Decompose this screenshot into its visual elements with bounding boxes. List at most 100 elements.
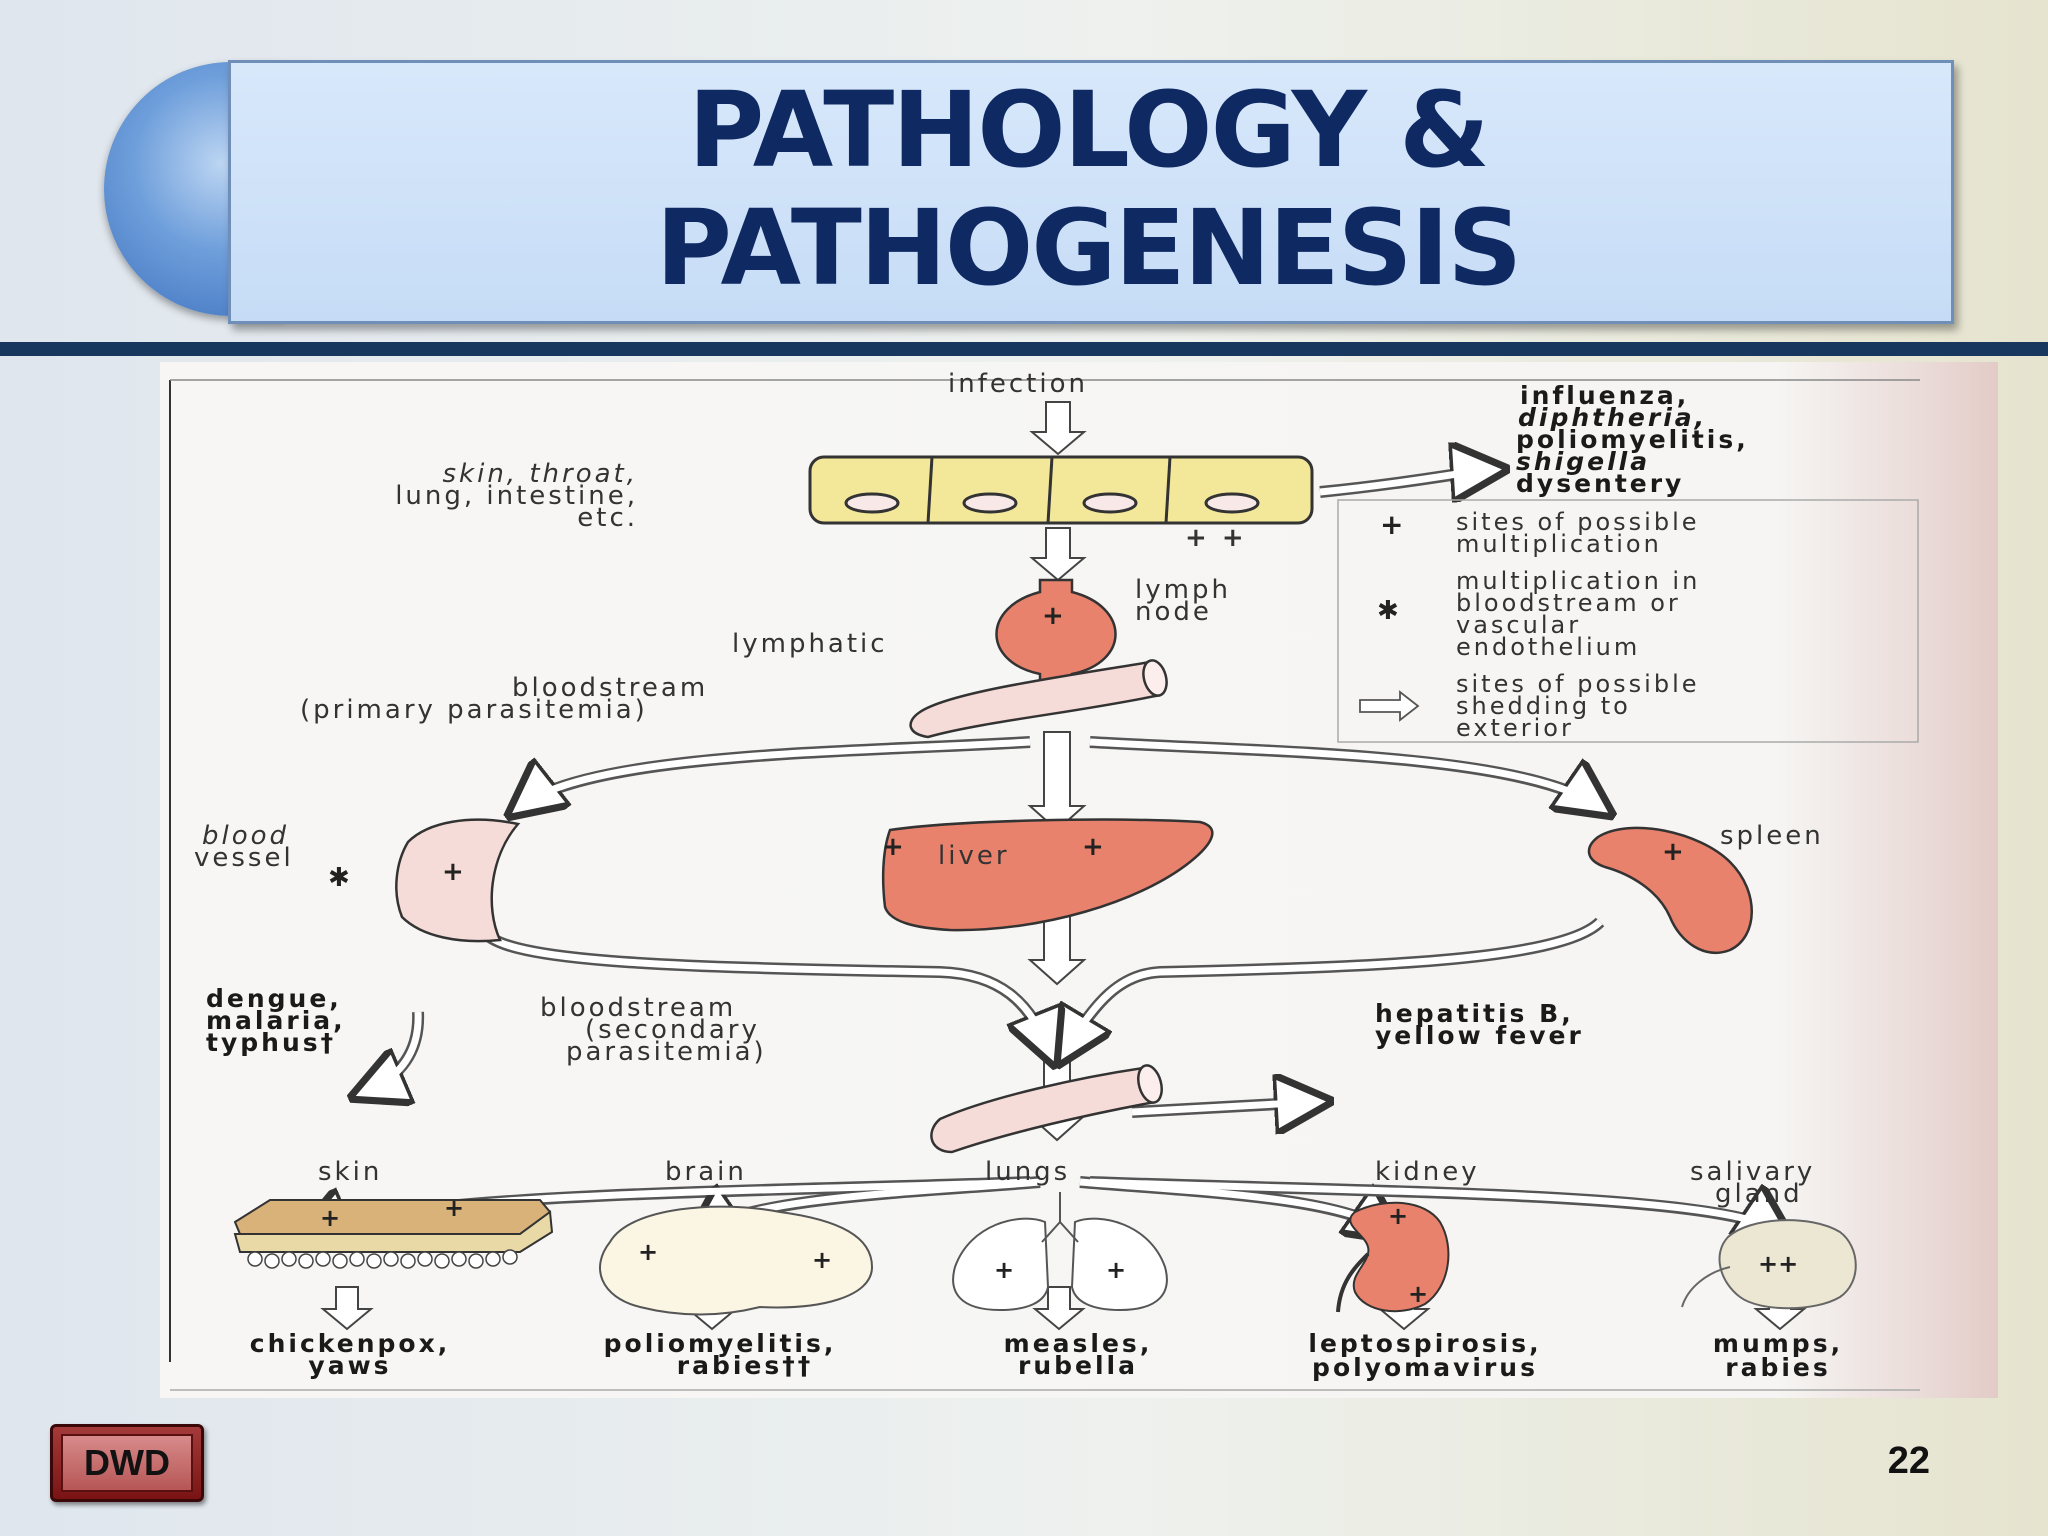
legend-2-line-4: endothelium (1456, 633, 1640, 661)
kidney-shape (1336, 1201, 1450, 1313)
disease-local-line-5: dysentery (1516, 469, 1684, 498)
legend-2-line-3: vascular (1456, 611, 1581, 639)
label-entry-line-2: lung, intestine, (395, 481, 638, 511)
outcome-skin-line-1: chickenpox, (250, 1329, 450, 1358)
cell-wall-1 (926, 456, 934, 524)
lungs-plus-1: + (994, 1256, 1014, 1284)
disease-vascular-line-1: dengue, (206, 984, 342, 1013)
title-divider-rule (0, 342, 2048, 356)
lungs-plus-2: + (1106, 1256, 1126, 1284)
outcome-skin-line-2: yaws (308, 1351, 391, 1380)
disease-hepatic-line-1: hepatitis B, (1375, 999, 1574, 1028)
label-organ-kidney: kidney (1375, 1157, 1480, 1187)
label-organ-lungs: lungs (985, 1157, 1070, 1187)
dwd-badge-label: DWD (61, 1434, 193, 1492)
legend-2-line-1: multiplication in (1456, 567, 1700, 595)
blood-vessel-plus: + (442, 857, 464, 887)
outcome-brain-line-2: rabies†† (677, 1351, 814, 1380)
label-spleen: spleen (1720, 821, 1824, 851)
label-secondary-line-2: (secondary (585, 1015, 760, 1045)
outcome-salivary-line-2: rabies (1725, 1353, 1831, 1382)
cell-nucleus-2 (962, 492, 1018, 514)
spleen-plus: + (1662, 837, 1684, 867)
legend-shedding-arrow-icon (1359, 690, 1420, 722)
legend-3-line-3: exterior (1456, 714, 1574, 742)
legend-text: sites of possible multiplication multipl… (1456, 508, 1700, 742)
disease-local-line-1: influenza, (1520, 381, 1689, 410)
outcome-kidney-line-2: polyomavirus (1312, 1353, 1538, 1382)
disease-vascular-line-3: typhus† (206, 1028, 336, 1057)
slide-title: PATHOLOGY & PATHOGENESIS (228, 60, 1948, 318)
arrow-skin-outcome (320, 1286, 374, 1331)
arrow-infection-down (1029, 401, 1087, 456)
disease-hepatic-line-2: yellow fever (1375, 1021, 1584, 1050)
disease-local-line-2: diphtheria, (1518, 403, 1707, 432)
skin-plus-1: + (320, 1204, 340, 1232)
label-entry-line-1: skin, throat, (443, 459, 639, 489)
arrow-lungs-outcome (1032, 1286, 1086, 1331)
cell-wall-3 (1164, 456, 1172, 524)
outcome-lungs-line-2: rubella (1018, 1351, 1138, 1380)
label-lymph-line-2: node (1135, 597, 1212, 627)
spleen-shape (1587, 826, 1753, 955)
legend-symbol-plus: + (1380, 508, 1403, 541)
legend-symbol-star: ✱ (1377, 596, 1399, 626)
label-entry-plus: + + (1185, 523, 1247, 553)
outcome-brain-line-1: poliomyelitis, (604, 1329, 837, 1358)
pathogenesis-diagram-photo: + + ✱ + + + (160, 362, 1998, 1398)
disease-vascular-line-2: malaria, (206, 1006, 346, 1035)
arrow-epithelium-down (1029, 527, 1087, 582)
legend-1-line-2: multiplication (1456, 530, 1662, 558)
dwd-badge[interactable]: DWD (50, 1424, 204, 1502)
salivary-gland-shape (1681, 1219, 1857, 1310)
liver-plus-2: + (1082, 832, 1104, 862)
label-lymph-line-1: lymph (1135, 575, 1231, 605)
arrow-bloodstream-liver (1027, 731, 1087, 832)
label-secondary-line-1: bloodstream (540, 993, 736, 1023)
label-secondary-line-3: parasitemia) (566, 1037, 767, 1067)
diagram-labels: infection skin, throat, lung, intestine,… (194, 369, 1824, 1209)
blood-vessel-star: ✱ (328, 863, 350, 893)
label-entry-line-3: etc. (577, 503, 638, 533)
title-line-2: PATHOGENESIS (655, 187, 1522, 309)
arrows-branching-fill (310, 466, 1780, 1235)
disease-labels: influenza, diphtheria, poliomyelitis, sh… (206, 381, 1843, 1382)
label-organ-skin: skin (318, 1157, 382, 1187)
cell-nucleus-1 (844, 492, 900, 514)
secondary-vessel-shape (930, 1064, 1163, 1154)
brain-plus-1: + (638, 1238, 658, 1266)
cell-nucleus-3 (1082, 492, 1138, 514)
title-line-1: PATHOLOGY & (688, 69, 1490, 191)
epithelium-layer (808, 455, 1314, 525)
brain-shape (599, 1205, 874, 1316)
legend-1-line-1: sites of possible (1456, 508, 1700, 536)
label-lymphatic: lymphatic (732, 629, 888, 659)
legend-3-line-2: shedding to (1456, 692, 1631, 720)
outcome-lungs-line-1: measles, (1004, 1329, 1153, 1358)
label-primary-line-1: bloodstream (512, 673, 708, 703)
kidney-plus-2: + (1408, 1280, 1428, 1308)
epithelium-cells (808, 455, 1314, 525)
cell-wall-2 (1046, 456, 1054, 524)
label-organ-salivary-line-2: gland (1715, 1179, 1803, 1209)
legend-2-line-2: bloodstream or (1456, 589, 1681, 617)
lungs-shape (952, 1192, 1168, 1312)
kidney-plus-1: + (1388, 1202, 1408, 1230)
page-number: 22 (1887, 1440, 1930, 1482)
label-blood-vessel-line-1: blood (202, 821, 289, 851)
label-blood-vessel-line-2: vessel (194, 843, 294, 873)
brain-plus-2: + (812, 1246, 832, 1274)
salivary-plus: ++ (1758, 1250, 1798, 1278)
label-organ-brain: brain (665, 1157, 747, 1187)
cell-nucleus-4 (1204, 492, 1260, 514)
disease-local-line-3: poliomyelitis, (1516, 425, 1749, 454)
lymph-plus: + (1042, 601, 1064, 631)
title-banner (228, 60, 1954, 324)
disease-local-line-4: shigella (1516, 447, 1650, 476)
label-liver: liver (938, 841, 1010, 871)
primary-vessel-shape (909, 659, 1168, 739)
skin-organ-shape (233, 1199, 554, 1253)
liver-shape (881, 818, 1214, 932)
outcome-salivary-line-1: mumps, (1713, 1329, 1843, 1358)
